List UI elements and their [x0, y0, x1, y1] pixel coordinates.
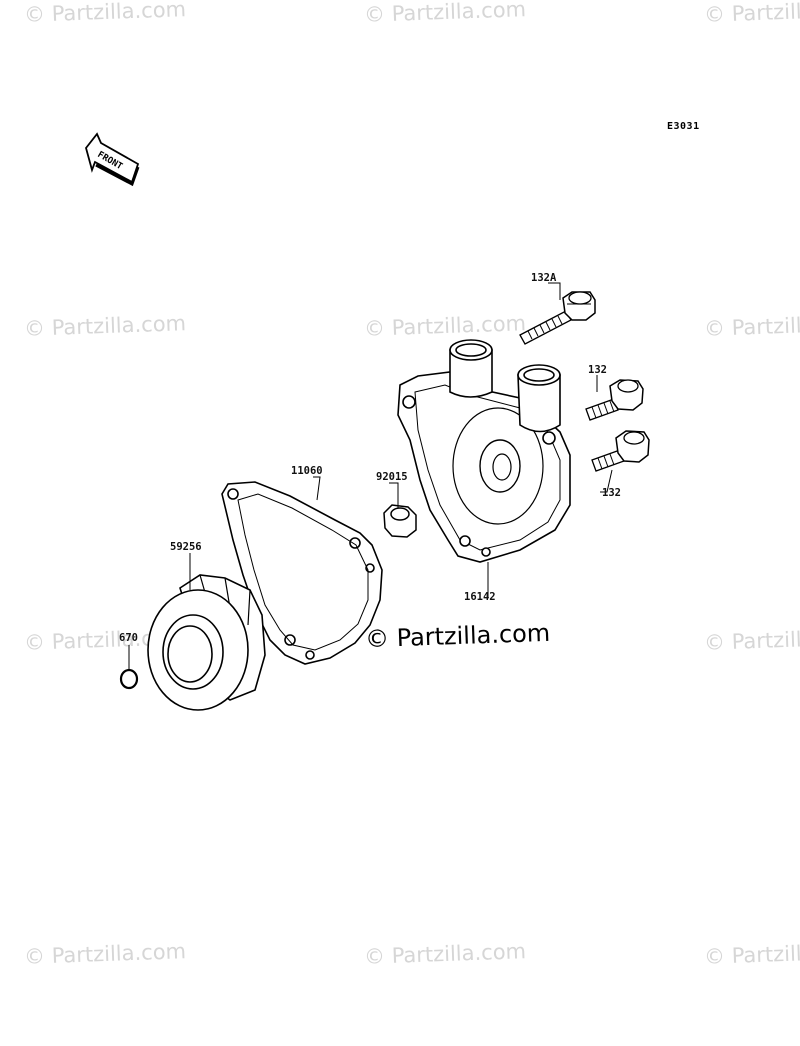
nut-92015 [383, 504, 417, 538]
impeller-59256 [147, 574, 266, 711]
front-arrow-icon: FRONT [85, 132, 140, 187]
part-label-132-upper[interactable]: 132 [588, 364, 607, 376]
pump-cover-16142 [397, 339, 571, 563]
diagram-code: E3031 [667, 121, 700, 132]
part-label-132a[interactable]: 132A [531, 272, 557, 284]
bolt-132a [519, 291, 596, 345]
part-label-132-lower[interactable]: 132 [602, 487, 621, 499]
leader-lines [128, 282, 613, 670]
o-ring-670 [119, 668, 139, 690]
part-label-16142[interactable]: 16142 [464, 591, 496, 603]
part-label-670[interactable]: 670 [119, 632, 138, 644]
part-label-92015[interactable]: 92015 [376, 471, 408, 483]
bolt-132-upper [585, 379, 644, 421]
part-label-59256[interactable]: 59256 [170, 541, 202, 553]
part-label-11060[interactable]: 11060 [291, 465, 323, 477]
bolt-132-lower [591, 430, 650, 472]
